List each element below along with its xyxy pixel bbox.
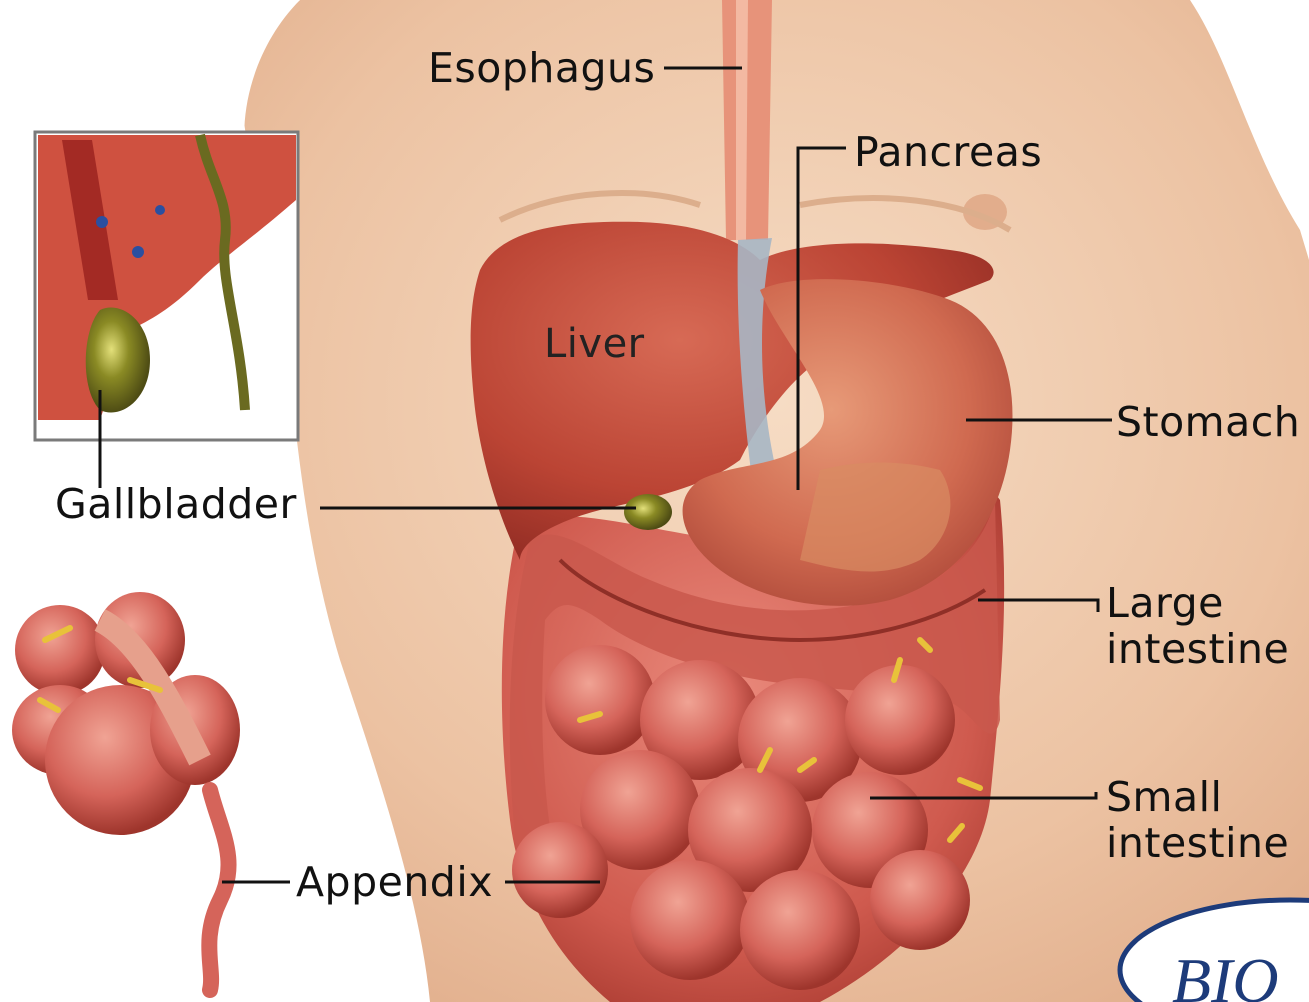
esophagus-organ xyxy=(722,0,772,240)
esophagus-label: Esophagus xyxy=(428,48,655,89)
pancreas-label: Pancreas xyxy=(854,132,1042,173)
gallbladder-inset xyxy=(35,132,298,440)
appendix-inset xyxy=(12,592,240,990)
small-intestine-label-line1: Small xyxy=(1106,774,1289,820)
large-intestine-label-line1: Large xyxy=(1106,580,1289,626)
liver-label: Liver xyxy=(544,324,645,364)
appendix-label: Appendix xyxy=(296,862,493,903)
large-intestine-label-line2: intestine xyxy=(1106,626,1289,672)
small-intestine-label-line2: intestine xyxy=(1106,820,1289,866)
small-intestine-label: Small intestine xyxy=(1106,774,1289,866)
stomach-label: Stomach xyxy=(1116,402,1300,443)
logo-text: BIO xyxy=(1172,945,1279,1002)
large-intestine-label: Large intestine xyxy=(1106,580,1289,672)
gallbladder-organ xyxy=(624,494,672,530)
gallbladder-label: Gallbladder xyxy=(55,484,297,525)
